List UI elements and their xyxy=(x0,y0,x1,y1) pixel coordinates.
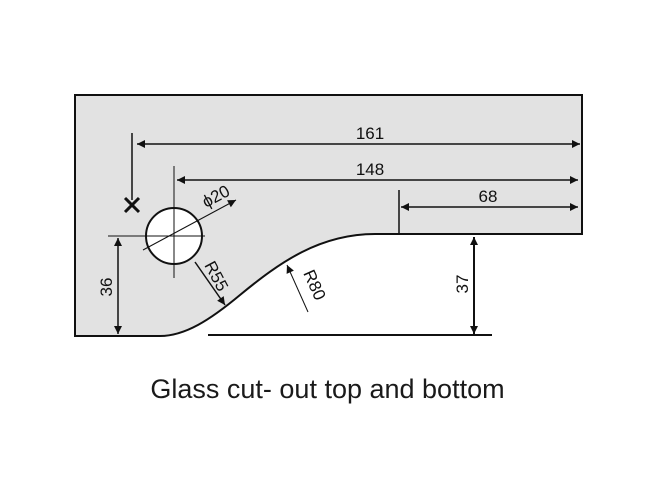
radius-leader-r55 xyxy=(194,261,226,306)
diagram-caption: Glass cut- out top and bottom xyxy=(150,374,505,404)
dim-hole-to-edge: 148 xyxy=(356,160,384,179)
reference-x-mark xyxy=(123,196,141,214)
dim-flat-length: 68 xyxy=(479,187,498,206)
dim-hole-height: 36 xyxy=(97,278,116,297)
dim-overall-width: 161 xyxy=(356,124,384,143)
radius-leader-r80 xyxy=(286,264,309,313)
diameter-leader xyxy=(142,199,237,251)
dim-radius-large: R80 xyxy=(299,267,329,303)
dim-cutout-depth: 37 xyxy=(453,275,472,294)
glass-panel xyxy=(74,94,583,337)
